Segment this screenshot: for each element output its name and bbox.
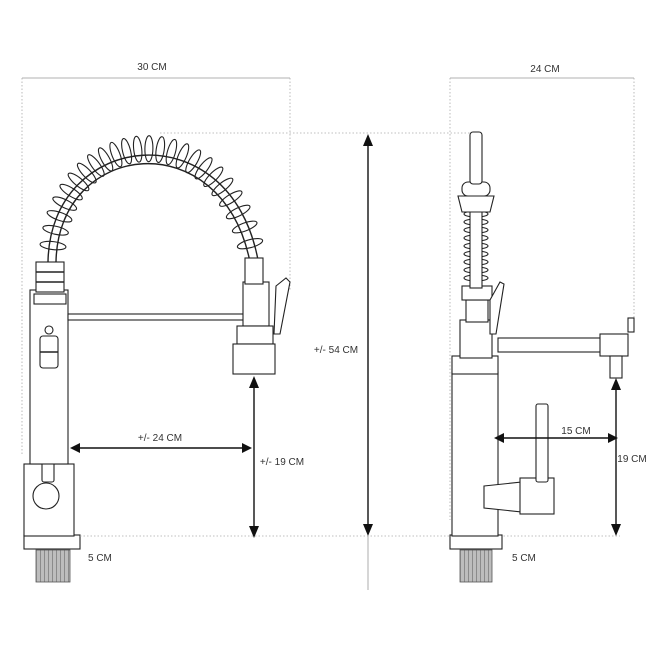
side-thread-shank <box>459 549 493 583</box>
side-spray-head <box>465 299 489 323</box>
side-hose <box>469 207 483 289</box>
spring-loop <box>67 172 90 192</box>
total-height-label: +/- 54 CM <box>314 345 358 356</box>
side-lever-hub <box>483 481 523 513</box>
front-spring-coil <box>39 135 264 251</box>
side-body <box>451 371 499 537</box>
total-height-dimension: +/- 54 CM <box>80 132 620 590</box>
side-lever-handle <box>535 403 549 483</box>
front-spring-base <box>35 261 65 293</box>
spring-loop <box>144 135 154 163</box>
front-base-label: 5 CM <box>88 553 112 564</box>
front-clip-pin <box>44 325 54 335</box>
side-view: 24 CM 15 CM 19 CM <box>449 64 647 583</box>
front-spray-neck <box>244 257 264 285</box>
spring-loop <box>155 136 166 164</box>
front-thread-shank <box>35 549 71 583</box>
spring-loop <box>236 238 264 250</box>
front-spray-head <box>242 281 270 327</box>
spring-loop <box>165 138 178 166</box>
front-view: 30 CM +/- 24 CM <box>21 62 304 583</box>
spring-loop <box>39 240 67 251</box>
spring-loop <box>42 224 69 236</box>
front-spray-collar <box>236 325 274 345</box>
front-spray-nozzle <box>232 343 276 375</box>
spring-loop <box>132 135 143 163</box>
side-spout-height-label: 19 CM <box>617 454 646 465</box>
side-width-label: 24 CM <box>530 64 559 75</box>
front-column <box>29 289 69 465</box>
front-reach-label: +/- 24 CM <box>138 433 182 444</box>
front-spout-height-label: +/- 19 CM <box>260 457 304 468</box>
side-spout-elbow <box>599 333 629 357</box>
side-base-plate <box>449 534 503 550</box>
side-spout-cap <box>627 317 635 333</box>
side-spray-trigger <box>489 281 505 335</box>
spring-loop <box>203 166 224 188</box>
spring-loop <box>76 162 97 184</box>
front-hose <box>47 154 259 263</box>
front-support-arm <box>67 313 247 321</box>
spring-loop <box>225 204 251 220</box>
front-spray-trigger <box>273 277 291 335</box>
side-top-pipe <box>469 131 483 185</box>
spring-loop <box>219 190 243 207</box>
spring-loop <box>87 154 105 177</box>
side-column <box>459 319 493 359</box>
side-spring-cap <box>457 195 495 213</box>
front-base-plate <box>23 534 81 550</box>
spring-loop <box>46 210 73 223</box>
side-spout-arm <box>497 337 605 353</box>
side-base-label: 5 CM <box>512 553 536 564</box>
side-body-collar <box>451 355 499 375</box>
spring-loop <box>109 141 123 168</box>
front-lever-hub <box>32 482 60 510</box>
side-reach-label: 15 CM <box>561 426 590 437</box>
front-width-label: 30 CM <box>137 62 166 73</box>
front-column-collar <box>33 293 67 305</box>
side-spout-outlet <box>609 355 623 379</box>
spring-loop <box>52 196 78 211</box>
spring-loop <box>194 157 213 180</box>
side-lever-block <box>519 477 555 515</box>
spring-loop <box>231 220 258 234</box>
spring-loop <box>121 137 133 165</box>
